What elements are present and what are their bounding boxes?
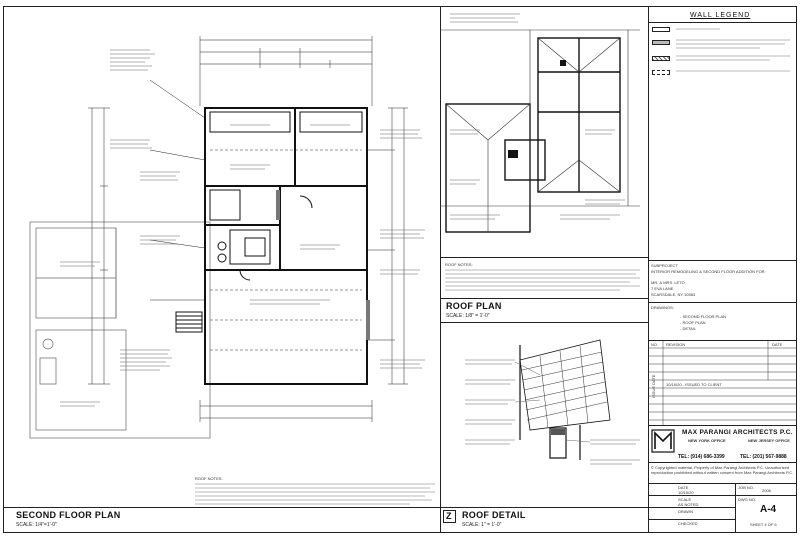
second-floor-plan-scale: SCALE: 1/4"=1'-0" [16, 522, 57, 528]
legend-swatch-existing [652, 27, 670, 32]
firm-block-top [648, 425, 797, 426]
client-name: MR. & MRS. LETO [651, 280, 685, 285]
revision-col-date: DATE [772, 342, 783, 347]
copyright-notice: © Copyrighted material. Property of Max … [651, 465, 794, 475]
wall-legend-title: WALL LEGEND [690, 12, 751, 19]
sheet-number: SHEET 4 OF 5 [750, 522, 777, 527]
roof-detail-title-line [440, 507, 648, 508]
drawing-list-item: - ROOF PLAN [680, 320, 706, 325]
info-row-3 [648, 519, 735, 520]
legend-swatch-new [652, 40, 670, 45]
roof-notes-label-2: ROOF NOTES: [445, 262, 473, 267]
office-ny: NEW YORK OFFICE [688, 438, 726, 443]
info-divider [735, 483, 736, 533]
revision-col-no: NO. [651, 342, 659, 347]
job-no-value: 2006 [762, 488, 771, 493]
phone-ny: TEL: (914) 686-3399 [678, 454, 725, 460]
legend-swatch-demo [652, 56, 670, 61]
revision-table-top [648, 340, 797, 341]
copyright-top [648, 462, 797, 463]
phone-nj: TEL: (201) 567-9888 [740, 454, 787, 460]
detail-marker: Z [446, 511, 452, 521]
drawn-label: DRAWN [678, 509, 693, 514]
roof-plan-title-bottom [440, 322, 648, 323]
issue-entry: 10/15/20 - ISSUED TO CLIENT [666, 382, 722, 387]
roof-plan-scale: SCALE: 1/8" = 1'-0" [446, 313, 490, 319]
scale-label: SCALE [678, 497, 692, 502]
dwg-no-label: DWG NO. [738, 497, 756, 502]
second-floor-plan-title: SECOND FLOOR PLAN [16, 510, 121, 520]
drawings-label: DRAWINGS: [651, 305, 674, 310]
divider-left-middle [440, 6, 441, 533]
sheet-border [3, 6, 797, 533]
drawings-block-top [648, 302, 797, 303]
legend-swatch-fire [652, 70, 670, 75]
second-floor-title-line [3, 507, 440, 508]
info-row-2 [648, 507, 735, 508]
roof-notes-label: ROOF NOTES: [195, 476, 223, 481]
roof-plan-title: ROOF PLAN [446, 301, 502, 311]
firm-name: MAX PARANGI ARCHITECTS P.C. [682, 429, 793, 436]
job-no-label: JOB NO. [738, 485, 755, 490]
roof-detail-scale: SCALE: 1" = 1'-0" [462, 522, 502, 528]
drawing-list-item: - DETAIL [680, 326, 697, 331]
date-value: 10/15/20 [678, 490, 694, 495]
info-row-1 [648, 495, 735, 496]
detail-marker-box [443, 510, 456, 523]
project-block-top [648, 260, 797, 261]
drawing-list-item: - SECOND FLOOR PLAN [680, 314, 727, 319]
project-description: INTERIOR REMODELING & SECOND FLOOR ADDIT… [651, 269, 766, 274]
info-row-right [735, 495, 797, 496]
address-line-1: 7 EVA LANE [651, 286, 674, 291]
legend-rule [648, 22, 797, 23]
office-nj: NEW JERSEY OFFICE [748, 438, 790, 443]
info-block-top [648, 483, 797, 484]
divider-title-block [648, 6, 649, 533]
address-line-2: SCARSDALE, NY 10583 [651, 292, 696, 297]
scale-value: AS NOTED [678, 502, 699, 507]
date-label: DATE [678, 485, 689, 490]
roof-plan-title-top [440, 298, 648, 299]
subproject-label: SUBPROJECT [651, 263, 678, 268]
revision-col-revision: REVISION [666, 342, 686, 347]
dwg-no-value: A-4 [760, 504, 777, 515]
roof-plan-bottom-line [440, 257, 648, 258]
checked-label: CHECKED [678, 521, 698, 526]
roof-detail-title: ROOF DETAIL [462, 510, 526, 520]
